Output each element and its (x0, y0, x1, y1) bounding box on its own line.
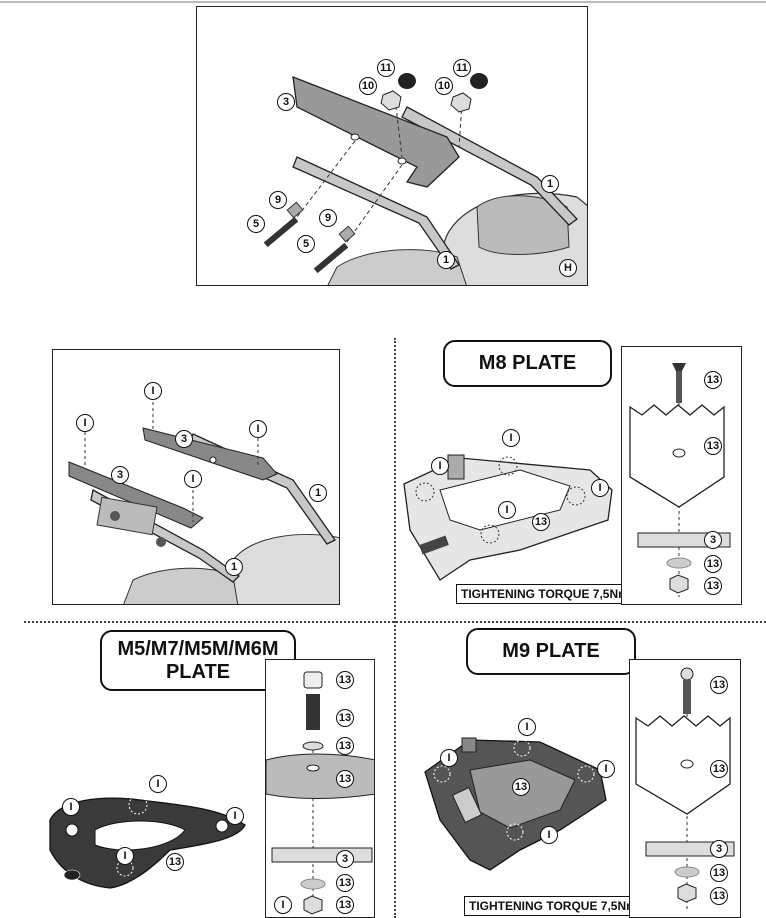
callout-13: 13 (532, 513, 550, 531)
m5-detail-panel: 13 13 13 13 3 13 I 13 (265, 659, 375, 918)
callout-I: I (76, 414, 94, 432)
callout-13: 13 (704, 555, 722, 573)
callout-3: 3 (704, 531, 722, 549)
callout-13: 13 (336, 874, 354, 892)
callout-I: I (226, 807, 244, 825)
callout-13: 13 (336, 896, 354, 914)
callout-I: I (274, 896, 292, 914)
callout-I: I (440, 749, 458, 767)
mid-left-assembly-panel: I I 3 I 3 I 1 1 (52, 349, 340, 605)
callout-13: 13 (166, 853, 184, 871)
callout-I: I (498, 501, 516, 519)
callout-I: I (591, 479, 609, 497)
callout-1: 1 (309, 484, 327, 502)
m5-plate-title-line1: M5/M7/M5M/M6M (117, 637, 279, 660)
callout-I: I (431, 457, 449, 475)
callout-13: 13 (336, 737, 354, 755)
callout-I: I (144, 382, 162, 400)
m9-tightening-torque: TIGHTENING TORQUE 7,5Nm (464, 896, 642, 916)
callout-3: 3 (111, 466, 129, 484)
callout-13: 13 (512, 778, 530, 796)
m5-plate-title-line2: PLATE (165, 660, 231, 683)
callout-5: 5 (247, 215, 265, 233)
callout-10: 10 (435, 77, 453, 95)
callout-I: I (518, 718, 536, 736)
callout-I: I (62, 798, 80, 816)
callout-11: 11 (377, 59, 395, 77)
m9-plate-title: M9 PLATE (466, 628, 636, 675)
callout-H: H (559, 259, 577, 277)
callout-3: 3 (277, 93, 295, 111)
callout-9: 9 (319, 209, 337, 227)
callout-I: I (540, 826, 558, 844)
callout-10: 10 (359, 77, 377, 95)
callout-5: 5 (297, 235, 315, 253)
callout-13: 13 (704, 577, 722, 595)
callout-13: 13 (336, 770, 354, 788)
callout-9: 9 (269, 191, 287, 209)
callout-13: 13 (704, 371, 722, 389)
top-assembly-panel: 3 11 10 11 10 1 9 5 9 5 1 H (196, 6, 588, 286)
top-rule (0, 1, 766, 3)
top-assembly-drawing (263, 73, 587, 285)
callout-I: I (184, 470, 202, 488)
divider-vertical (394, 338, 396, 918)
callout-I: I (249, 420, 267, 438)
callout-I: I (116, 847, 134, 865)
callout-13: 13 (710, 864, 728, 882)
m8-plate-title: M8 PLATE (443, 340, 612, 387)
callout-I: I (597, 760, 615, 778)
divider-horizontal (24, 621, 766, 623)
callout-1: 1 (225, 558, 243, 576)
callout-I: I (502, 429, 520, 447)
callout-13: 13 (336, 671, 354, 689)
callout-13: 13 (710, 760, 728, 778)
m8-tightening-torque: TIGHTENING TORQUE 7,5Nm (456, 584, 634, 604)
m8-detail-panel: 13 13 3 13 13 (621, 346, 742, 605)
callout-13: 13 (704, 437, 722, 455)
callout-13: 13 (336, 709, 354, 727)
callout-I: I (149, 775, 167, 793)
callout-3: 3 (336, 850, 354, 868)
callout-13: 13 (710, 887, 728, 905)
m5-plate-title: M5/M7/M5M/M6M PLATE (100, 630, 296, 691)
callout-1: 1 (437, 251, 455, 269)
callout-13: 13 (710, 676, 728, 694)
m9-detail-panel: 13 13 3 13 13 (629, 659, 741, 918)
callout-3: 3 (175, 430, 193, 448)
callout-11: 11 (453, 59, 471, 77)
callout-1: 1 (541, 175, 559, 193)
callout-3: 3 (710, 840, 728, 858)
